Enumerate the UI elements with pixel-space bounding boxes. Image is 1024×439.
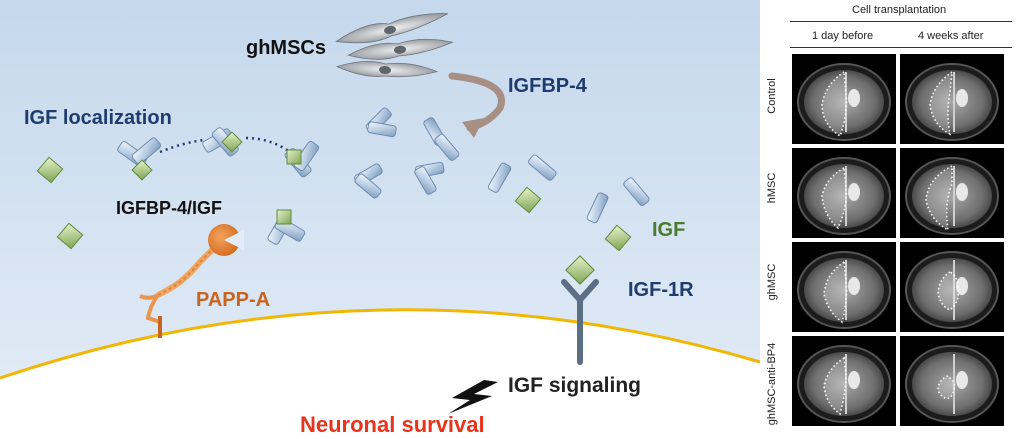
brain-slice — [797, 63, 891, 141]
lightning-icon — [448, 380, 498, 414]
igf-molecule — [56, 222, 84, 250]
brain-slice — [905, 63, 999, 141]
cell-interior — [0, 309, 760, 439]
mri-image — [792, 148, 896, 238]
panel-title: Cell transplantation — [852, 4, 947, 16]
igf-localization-label: IGF localization — [24, 107, 172, 129]
igf-1r-label: IGF-1R — [628, 279, 694, 301]
ghmsc-cells — [335, 13, 454, 78]
igf-molecule — [604, 224, 632, 252]
mri-image — [900, 54, 1004, 144]
igf-signaling-label: IGF signaling — [508, 374, 641, 397]
mri-image — [900, 336, 1004, 426]
mri-image — [792, 54, 896, 144]
panel-title-rule — [790, 21, 1012, 22]
igfbp4-igf-complex — [117, 137, 162, 181]
brain-slice — [797, 345, 891, 423]
neuronal-survival-label: Neuronal survival — [300, 412, 485, 437]
brain-slice — [905, 251, 999, 329]
row-label: hMSC — [766, 172, 778, 204]
brain-slice — [797, 157, 891, 235]
column-header: 4 weeks after — [918, 30, 984, 42]
column-header: 1 day before — [812, 30, 874, 42]
brain-slice — [905, 157, 999, 235]
igfbp4-igf-complex — [202, 127, 243, 157]
igf-label: IGF — [652, 219, 685, 241]
mri-image — [900, 148, 1004, 238]
row-label: Control — [766, 78, 778, 114]
mri-image — [900, 242, 1004, 332]
mri-image — [792, 242, 896, 332]
igfbp4-molecules — [354, 107, 650, 224]
column-header-rule — [790, 47, 1012, 48]
mri-image — [792, 336, 896, 426]
brain-slice — [797, 251, 891, 329]
cell-membrane — [0, 308, 760, 380]
papp-a-enzyme — [139, 224, 244, 338]
mri-panel: Cell transplantation 1 day before 4 week… — [760, 0, 1024, 439]
row-label: ghMSC — [766, 263, 778, 301]
ghmscs-label: ghMSCs — [246, 37, 326, 59]
row-label: ghMSC-anti-BP4 — [766, 342, 778, 426]
secretion-arrow — [448, 72, 505, 138]
igfbp4-igf-label: IGFBP-4/IGF — [116, 198, 222, 218]
papp-a-label: PAPP-A — [196, 289, 270, 311]
igf-1r-receptor — [561, 279, 599, 365]
mechanism-diagram: ghMSCs IGFBP-4 IGF localization IGFBP-4/… — [0, 0, 760, 439]
igfbp4-igf-complex — [267, 209, 306, 245]
igfbp4-label: IGFBP-4 — [508, 75, 588, 97]
igf-molecule — [514, 186, 542, 214]
igf-molecule — [36, 156, 64, 184]
brain-slice — [905, 345, 999, 423]
igf-molecule — [565, 255, 595, 285]
igfbp4-igf-complex — [284, 140, 320, 178]
